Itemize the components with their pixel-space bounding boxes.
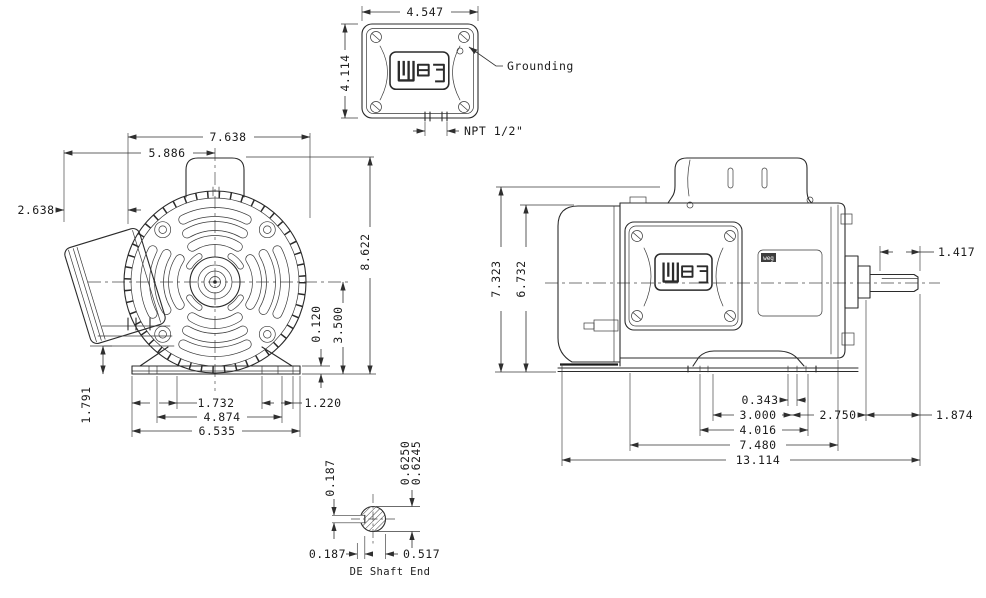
dim-foot-slot-right: 1.220 <box>304 396 341 410</box>
dim-overall-width: 7.638 <box>209 130 246 144</box>
dim-body-height: 6.732 <box>514 260 528 297</box>
dim-shaft-dia-min: 0.6245 <box>409 441 423 486</box>
drip-cover <box>667 157 814 209</box>
grounding-label: Grounding <box>507 59 574 73</box>
front-foot <box>687 350 817 373</box>
shaft <box>844 255 919 309</box>
shaft-end-detail: 0.187 0.6250 0.6245 0.187 0.517 DE Shaft… <box>309 441 440 578</box>
npt-label: NPT 1/2" <box>464 124 523 138</box>
dim-box-width: 4.547 <box>406 5 443 19</box>
dim-shoulder-to-tip: 1.874 <box>936 408 973 422</box>
terminal-box-top-view: 4.547 4.114 Grounding NPT 1/2" <box>338 5 574 138</box>
lifting-boss <box>185 157 245 198</box>
dim-base-width: 6.535 <box>198 424 235 438</box>
motor-side-view: weg 7.323 6.732 1.417 <box>489 157 975 467</box>
box-mounting-bracket <box>97 317 175 347</box>
fan-cover-louver-ticks <box>124 191 306 373</box>
grounding-leader <box>468 46 503 67</box>
dim-foot-slot-width: 0.343 <box>741 393 778 407</box>
dim-shaft-height: 3.500 <box>331 306 345 343</box>
dim-overall-height-side: 7.323 <box>489 260 503 297</box>
dim-foot-slot-left: 1.732 <box>197 396 234 410</box>
shaft-detail-caption: DE Shaft End <box>350 566 431 578</box>
dim-key-width: 0.187 <box>323 459 337 496</box>
nameplate: weg <box>757 249 823 317</box>
drain-plug <box>593 319 619 332</box>
motor-front-view: 7.638 5.886 2.638 8.622 3.500 0.120 1.79… <box>17 130 376 438</box>
shaft-hub <box>189 256 241 308</box>
dim-shaft-extension: 1.417 <box>938 245 975 259</box>
terminal-box-side-view <box>624 221 743 331</box>
dim-overall-height: 8.622 <box>358 233 372 270</box>
weg-logo <box>388 50 450 91</box>
dim-shaft-dia-max: 0.6250 <box>398 441 412 486</box>
terminal-box-edge-view <box>64 227 166 345</box>
dim-bolt-to-shoulder: 2.750 <box>819 408 856 422</box>
dim-key-offset: 0.187 <box>309 547 346 561</box>
mounting-feet <box>131 346 301 375</box>
dim-box-projection: 2.638 <box>17 203 54 217</box>
dim-flat-to-bottom: 0.517 <box>403 547 440 561</box>
dim-frame-length: 7.480 <box>739 438 776 452</box>
dim-box-height: 4.114 <box>338 54 352 91</box>
dim-box-bottom-height: 1.791 <box>79 386 93 423</box>
dim-foot-bolt-span: 4.874 <box>203 410 240 424</box>
weg-logo <box>653 252 714 292</box>
dim-foot-bolt-spacing: 3.000 <box>739 408 776 422</box>
dim-overall-length: 13.114 <box>736 453 781 467</box>
dim-box-to-center: 5.886 <box>148 146 185 160</box>
fan-cover-side <box>557 205 621 363</box>
dim-base-pad: 0.120 <box>309 305 323 342</box>
weg-logo: weg <box>763 255 774 262</box>
fan-cover-vent-slots <box>140 207 290 357</box>
cover-screw-icon <box>370 31 470 113</box>
npt-hole-marks <box>424 111 448 122</box>
dim-foot-pad-length: 4.016 <box>739 423 776 437</box>
